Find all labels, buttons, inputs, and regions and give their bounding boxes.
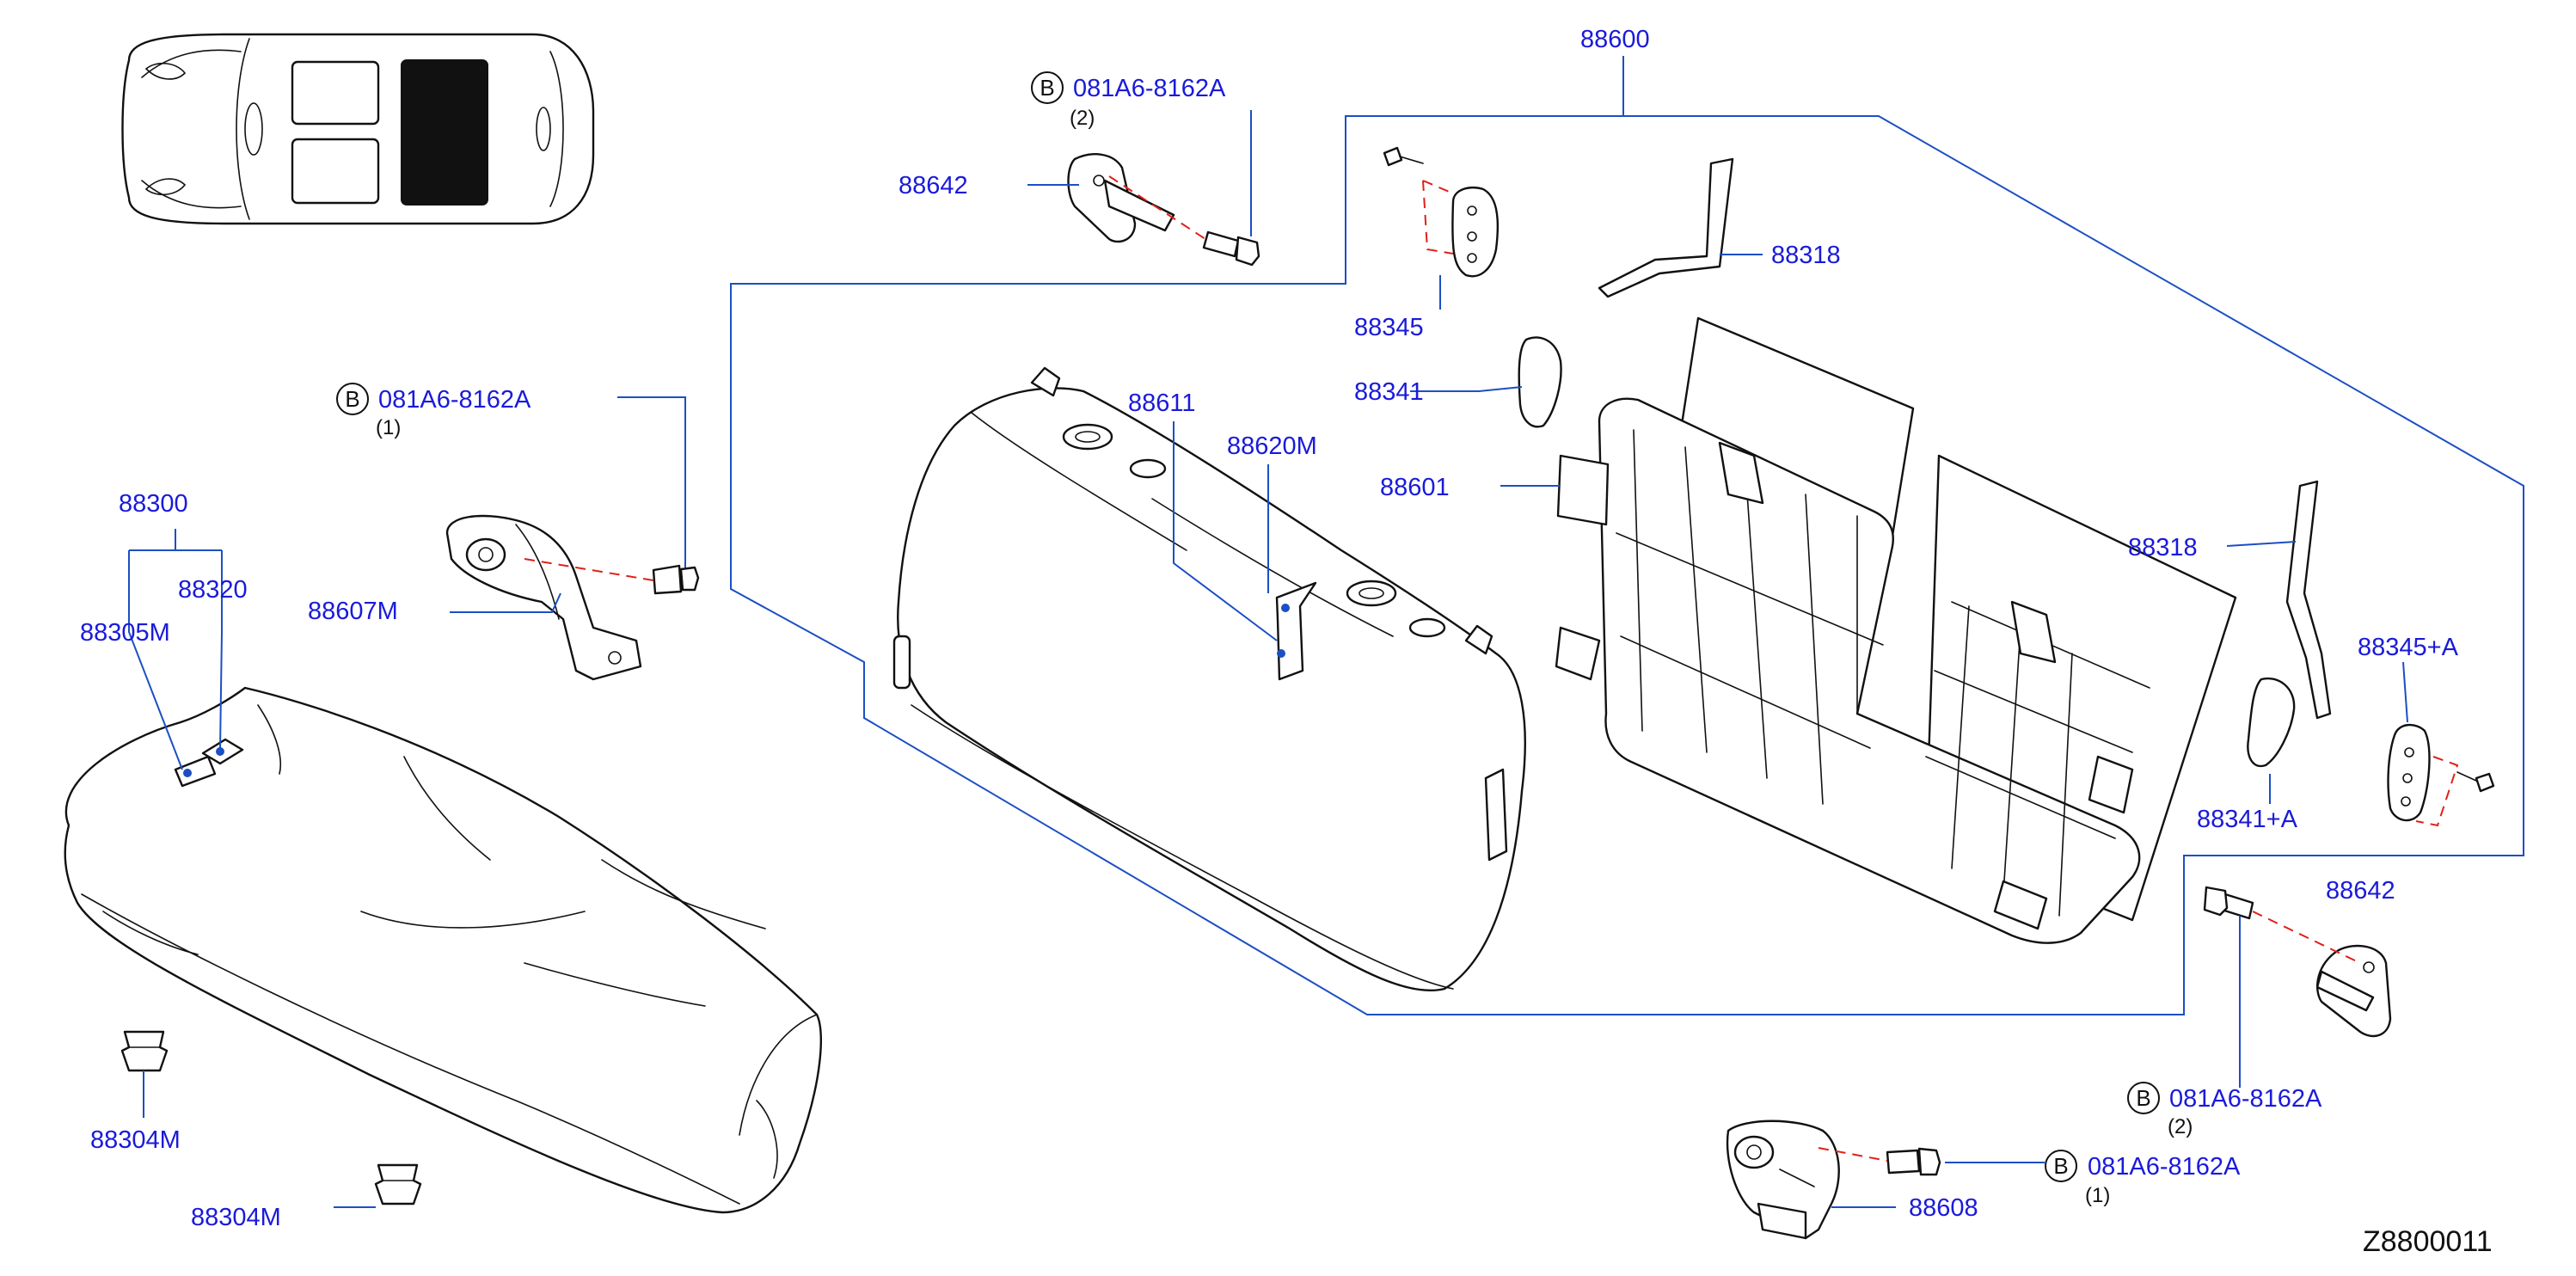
vehicle-locator-icon bbox=[121, 33, 595, 225]
bracket-88608 bbox=[1726, 1120, 1840, 1240]
label-88601: 88601 bbox=[1380, 474, 1450, 501]
callout-qty: (1) bbox=[2085, 1184, 2110, 1207]
label-88318-right: 88318 bbox=[2128, 534, 2198, 561]
callout-letter: B bbox=[1040, 75, 1054, 101]
latch-cover-88345a bbox=[2387, 723, 2431, 822]
label-88304m-a: 88304M bbox=[90, 1126, 181, 1154]
callout-letter: B bbox=[2053, 1153, 2068, 1179]
bolt-right-icon bbox=[2203, 886, 2254, 920]
bracket-88642-right bbox=[2315, 944, 2392, 1038]
clip-88305m bbox=[174, 755, 217, 788]
screw-88345a-icon bbox=[2456, 771, 2495, 793]
callout-letter: B bbox=[345, 386, 359, 412]
bolt-top-icon bbox=[1202, 230, 1260, 267]
bolt-bottom-icon bbox=[1886, 1147, 1941, 1176]
label-88600: 88600 bbox=[1580, 26, 1650, 53]
bracket-88642-top bbox=[1067, 153, 1175, 243]
callout-part-number: 081A6-8162A bbox=[2088, 1153, 2241, 1181]
label-88341: 88341 bbox=[1354, 378, 1424, 406]
pad-88341 bbox=[1518, 336, 1562, 428]
bracket-88607m bbox=[445, 514, 642, 681]
stay-88318-top bbox=[1598, 157, 1734, 298]
pad-88341a bbox=[2247, 677, 2296, 768]
bolt-left-icon bbox=[652, 564, 700, 595]
label-88642-right: 88642 bbox=[2326, 877, 2395, 905]
seat-cushion bbox=[64, 686, 823, 1214]
bolt-callout-right: B 081A6-8162A (2) bbox=[2127, 1082, 2322, 1138]
label-88611: 88611 bbox=[1128, 390, 1196, 417]
seat-back-frame bbox=[1555, 316, 2237, 944]
screw-88345-icon bbox=[1383, 146, 1424, 167]
assembly-outline-88600 bbox=[730, 115, 2524, 1015]
highlighted-rear-seat-area bbox=[401, 59, 488, 206]
callout-qty: (1) bbox=[376, 416, 401, 439]
bolt-callout-bottom: B 081A6-8162A (1) bbox=[2045, 1150, 2241, 1207]
label-88620m: 88620M bbox=[1227, 432, 1317, 460]
callout-letter: B bbox=[2136, 1085, 2150, 1111]
label-88300: 88300 bbox=[119, 490, 188, 518]
label-88341a: 88341+A bbox=[2197, 806, 2298, 833]
leader-lines bbox=[128, 56, 2408, 1208]
latch-cover-88345 bbox=[1451, 186, 1500, 278]
seat-back bbox=[892, 366, 1526, 992]
callout-part-number: 081A6-8162A bbox=[1073, 75, 1226, 102]
diagram-code: Z8800011 bbox=[2363, 1225, 2493, 1258]
label-88608: 88608 bbox=[1909, 1194, 1978, 1222]
callout-part-number: 081A6-8162A bbox=[2169, 1085, 2322, 1113]
label-88320: 88320 bbox=[178, 576, 248, 604]
label-88607m: 88607M bbox=[308, 598, 398, 625]
b-reference-icon bbox=[2045, 1150, 2077, 1182]
label-88642-top: 88642 bbox=[899, 172, 968, 199]
bolt-callout-top: B 081A6-8162A (2) bbox=[1031, 71, 1226, 130]
clip-88304m-a bbox=[120, 1030, 169, 1072]
b-reference-icon bbox=[336, 383, 369, 415]
label-88304m-b: 88304M bbox=[191, 1204, 281, 1231]
b-reference-icon bbox=[1031, 71, 1064, 104]
label-88305m: 88305M bbox=[80, 619, 170, 647]
label-88318-top: 88318 bbox=[1771, 242, 1841, 269]
callout-qty: (2) bbox=[1070, 107, 1095, 130]
callout-qty: (2) bbox=[2168, 1115, 2193, 1138]
bolt-callout-left: B 081A6-8162A (1) bbox=[336, 383, 531, 439]
stay-88318-right bbox=[2285, 480, 2332, 720]
label-88345a: 88345+A bbox=[2358, 634, 2459, 661]
callout-part-number: 081A6-8162A bbox=[378, 386, 531, 414]
label-88345: 88345 bbox=[1354, 314, 1424, 341]
clip-88304m-b bbox=[374, 1163, 422, 1205]
b-reference-icon bbox=[2127, 1082, 2160, 1114]
